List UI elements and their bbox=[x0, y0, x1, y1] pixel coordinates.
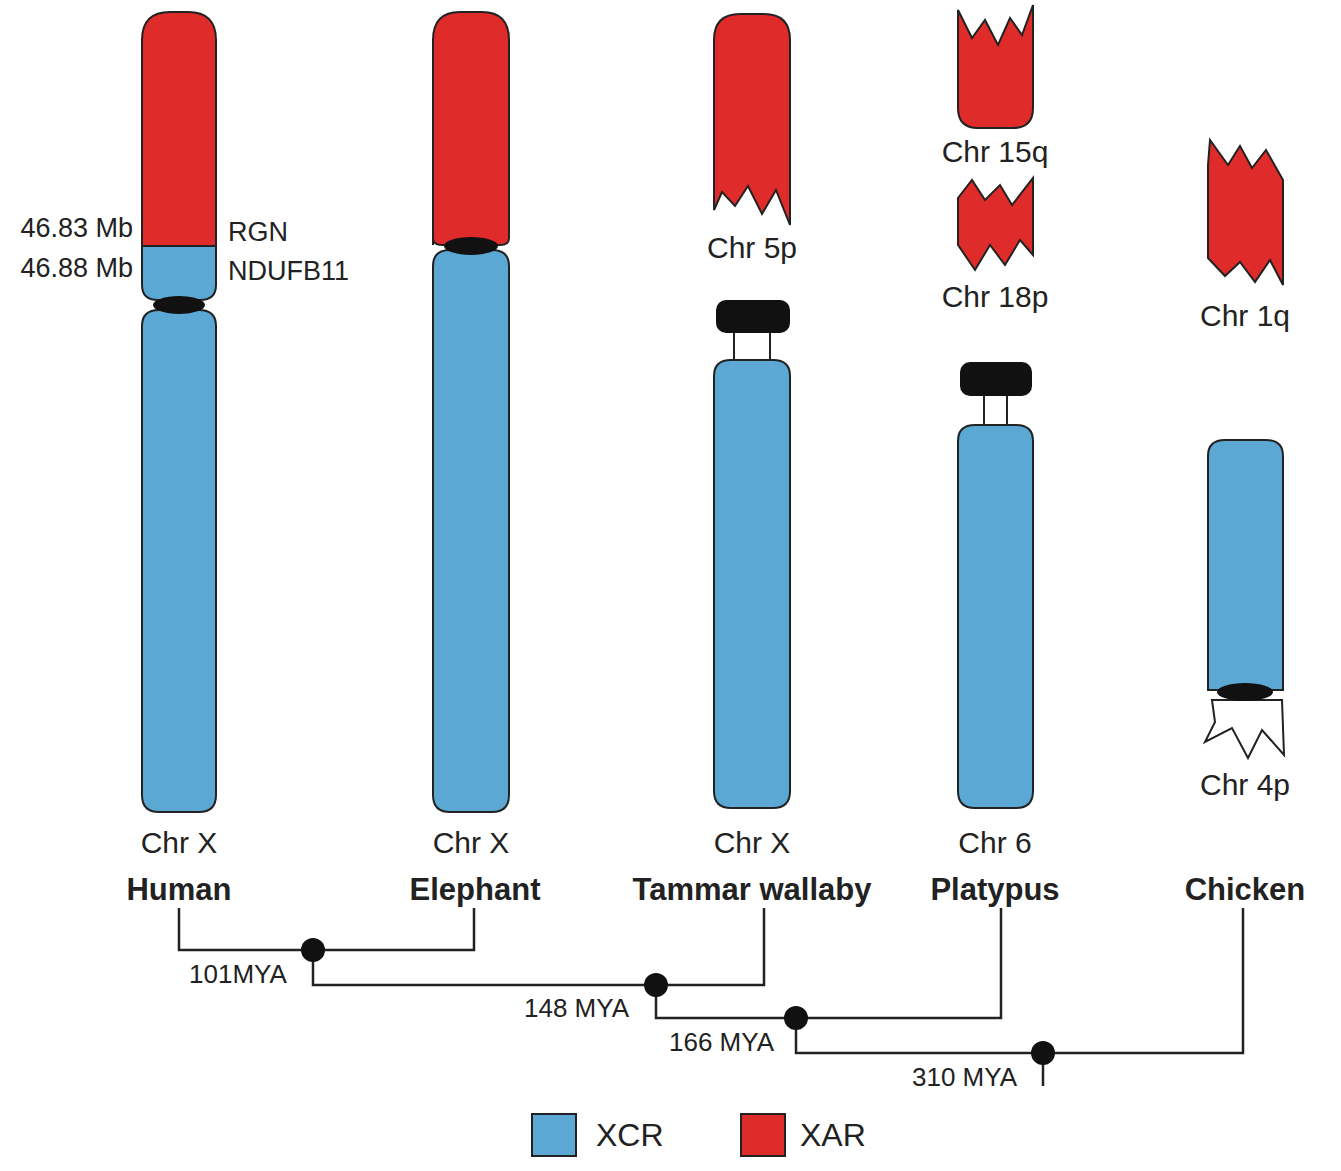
chromosome-label: Chr X bbox=[109, 825, 249, 861]
xar-fragment bbox=[958, 178, 1033, 270]
centromere bbox=[444, 237, 498, 255]
chromosome-label: Chr 1q bbox=[1175, 298, 1315, 334]
chromosome-shape bbox=[925, 357, 1065, 865]
chromosome-shape bbox=[682, 8, 822, 270]
legend-swatch bbox=[531, 1113, 577, 1157]
chromosome-arm bbox=[1205, 700, 1284, 758]
chromosome: Chr 5p bbox=[682, 8, 822, 270]
xcr-segment bbox=[958, 425, 1033, 808]
divergence-dot bbox=[784, 1006, 808, 1030]
gene-label: NDUFB11 bbox=[228, 255, 349, 287]
satellite-stalk bbox=[769, 330, 771, 362]
species-name: Platypus bbox=[930, 874, 1059, 906]
legend-text: XAR bbox=[800, 1113, 866, 1157]
species-name: Tammar wallaby bbox=[633, 874, 872, 906]
chromosome-shape bbox=[401, 5, 541, 865]
chromosome-label: Chr 15q bbox=[925, 134, 1065, 170]
tree-branch bbox=[796, 908, 1243, 1053]
divergence-dot bbox=[644, 973, 668, 997]
xar-segment bbox=[142, 12, 216, 246]
xar-fragment bbox=[958, 5, 1033, 128]
chromosome-shape bbox=[109, 5, 249, 865]
tree-branch bbox=[313, 908, 764, 985]
satellite-stalk bbox=[983, 392, 985, 428]
chromosome: Chr X bbox=[682, 295, 822, 865]
chromosome-label: Chr 18p bbox=[925, 279, 1065, 315]
chromosome: Chr 15q bbox=[925, 2, 1065, 174]
xar-fragment bbox=[714, 14, 790, 225]
position-label: 46.88 Mb bbox=[20, 252, 133, 284]
legend-swatch bbox=[740, 1113, 786, 1157]
species-name: Human bbox=[126, 874, 231, 906]
xcr-segment bbox=[1208, 440, 1283, 690]
chromosome-label: Chr X bbox=[401, 825, 541, 861]
chromosome-shape bbox=[1175, 435, 1315, 807]
divergence-time: 310 MYA bbox=[912, 1061, 1017, 1093]
tree-lines bbox=[179, 908, 1243, 1086]
chromosome: Chr X bbox=[401, 5, 541, 865]
xcr-segment bbox=[142, 246, 216, 300]
divergence-time: 101MYA bbox=[189, 958, 287, 990]
satellite bbox=[960, 362, 1032, 396]
satellite-stalk bbox=[1006, 392, 1008, 428]
legend-text: XCR bbox=[596, 1113, 664, 1157]
chromosome-label: Chr 6 bbox=[925, 825, 1065, 861]
xcr-segment bbox=[714, 360, 790, 808]
divergence-dot bbox=[1031, 1041, 1055, 1065]
species-name: Chicken bbox=[1185, 874, 1306, 906]
xcr-segment bbox=[142, 310, 216, 812]
divergence-time: 166 MYA bbox=[669, 1026, 774, 1058]
gene-label: RGN bbox=[228, 216, 288, 248]
satellite-stalk bbox=[733, 330, 735, 362]
chromosome: Chr 1q bbox=[1175, 135, 1315, 340]
chromosome-label: Chr X bbox=[682, 825, 822, 861]
xar-segment bbox=[433, 12, 509, 245]
tree-branch bbox=[656, 908, 1001, 1018]
chromosome-label: Chr 4p bbox=[1175, 767, 1315, 803]
xcr-segment bbox=[433, 250, 509, 812]
centromere bbox=[153, 296, 205, 314]
centromere bbox=[1217, 683, 1273, 701]
species-name: Elephant bbox=[410, 874, 541, 906]
divergence-time: 148 MYA bbox=[524, 992, 629, 1024]
satellite bbox=[716, 300, 790, 333]
chromosome-label: Chr 5p bbox=[682, 230, 822, 266]
chromosome: Chr 4p bbox=[1175, 435, 1315, 807]
divergence-dots bbox=[301, 938, 1055, 1065]
chromosome: Chr X bbox=[109, 5, 249, 865]
xar-fragment bbox=[1208, 140, 1283, 285]
chromosome: Chr 18p bbox=[925, 174, 1065, 320]
divergence-dot bbox=[301, 938, 325, 962]
chromosome: Chr 6 bbox=[925, 357, 1065, 865]
position-label: 46.83 Mb bbox=[20, 212, 133, 244]
chromosome-shape bbox=[682, 295, 822, 865]
tree-branch bbox=[179, 908, 474, 950]
